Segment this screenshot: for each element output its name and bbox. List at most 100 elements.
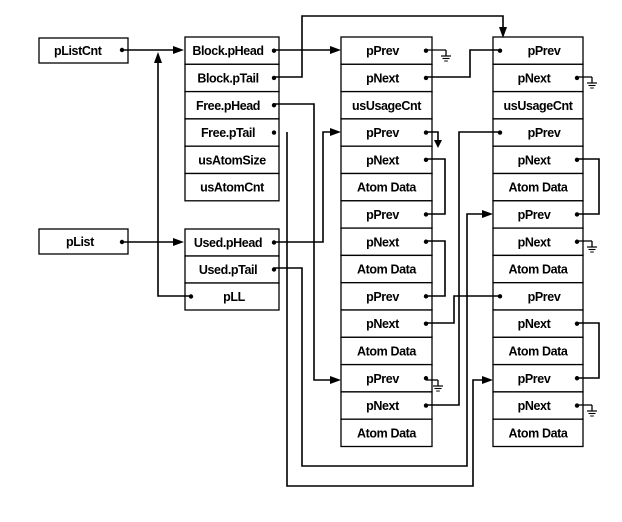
wire-block-ptail: [274, 15, 504, 78]
field-label: pPrev: [366, 126, 399, 140]
field-cell: Atom Data: [340, 336, 433, 366]
wire-pll-to-plistcnt: [157, 58, 191, 297]
field-label: Atom Data: [509, 344, 569, 358]
ground-icon: [586, 240, 598, 253]
field-label: pNext: [366, 153, 400, 167]
field-label: Free.pHead: [196, 99, 260, 113]
field-cell: pNext: [492, 145, 584, 175]
field-label: pNext: [518, 71, 552, 85]
field-cell: Atom Data: [340, 418, 433, 448]
arrow-head: [499, 27, 507, 38]
field-cell: pLL: [184, 282, 280, 311]
field-cell: pPrev: [340, 200, 433, 229]
field-cell: Atom Data: [492, 172, 584, 202]
field-cell: pPrev: [340, 363, 433, 393]
field-label: Atom Data: [357, 263, 417, 277]
connection-wires: [122, 15, 600, 487]
field-label: pPrev: [366, 372, 399, 386]
field-label: pNext: [366, 71, 400, 85]
field-cell: pNext: [340, 227, 433, 257]
pointer-dot: [271, 130, 277, 135]
field-label: Atom Data: [357, 426, 417, 440]
field-cell: Block.pTail: [184, 63, 280, 93]
field-label: pPrev: [366, 208, 399, 222]
field-cell: usAtomSize: [184, 145, 280, 175]
field-cell: pPrev: [492, 36, 584, 65]
ground-icon: [432, 379, 444, 392]
field-cell: pNext: [340, 145, 433, 175]
field-cell: pPrev: [492, 200, 584, 229]
arrow-head: [173, 238, 184, 246]
field-label: pNext: [366, 235, 400, 249]
field-label: Block.pTail: [197, 71, 258, 85]
ground-icon: [586, 76, 598, 89]
field-cell: Atom Data: [340, 172, 433, 202]
field-cell: Atom Data: [492, 336, 584, 366]
field-label: Atom Data: [357, 344, 417, 358]
wire-used-ptail: [274, 213, 487, 467]
wire-cross-chain: [426, 295, 500, 324]
field-cell: pNext: [340, 309, 433, 338]
field-label: pPrev: [518, 208, 551, 222]
field-label: Atom Data: [509, 426, 569, 440]
field-cell: pPrev: [492, 282, 584, 311]
null-terminators: [426, 49, 598, 417]
field-cell: usUsageCnt: [340, 90, 433, 120]
plist-label: pList: [66, 235, 95, 249]
field-cell: pPrev: [340, 36, 433, 65]
field-label: Block.pHead: [192, 44, 263, 58]
wire-cross-chain: [426, 131, 500, 406]
field-cell: Used.pHead: [184, 228, 280, 257]
field-label: pPrev: [366, 290, 399, 304]
wire-block-chain-next: [426, 49, 500, 78]
field-cell: pNext: [492, 63, 584, 93]
field-cell: Free.pHead: [184, 90, 280, 120]
field-label: pPrev: [528, 44, 561, 58]
field-cell: pNext: [340, 391, 433, 420]
field-cell: pPrev: [492, 363, 584, 393]
list-header-block: Block.pHeadBlock.pTailFree.pHeadFree.pTa…: [184, 36, 280, 202]
field-label: pNext: [518, 153, 552, 167]
pointer-dot: [423, 48, 429, 53]
ground-icon: [586, 404, 598, 417]
field-cell: pPrev: [340, 282, 433, 311]
field-label: pNext: [366, 317, 400, 331]
wire-atom-chain: [426, 158, 446, 215]
field-cell: usAtomCnt: [184, 172, 280, 202]
plistcnt-label: pListCnt: [54, 44, 103, 58]
arrow-head: [434, 140, 442, 148]
arrow-head: [482, 376, 493, 384]
wire-atom-chain: [426, 240, 446, 297]
field-label: Used.pTail: [199, 263, 257, 277]
field-label: pLL: [223, 290, 245, 304]
field-cell: Atom Data: [340, 254, 433, 284]
field-label: usAtomSize: [198, 153, 266, 167]
field-label: pPrev: [528, 290, 561, 304]
wire-null: [426, 131, 439, 142]
field-label: pNext: [518, 235, 552, 249]
field-cell: pNext: [492, 391, 584, 420]
field-label: Atom Data: [509, 263, 569, 277]
field-label: pPrev: [366, 44, 399, 58]
field-cell: usUsageCnt: [492, 90, 584, 120]
field-label: Atom Data: [357, 181, 417, 195]
field-label: pNext: [366, 399, 400, 413]
ground-icon: [440, 49, 452, 62]
pointer-dot: [574, 239, 580, 244]
field-cell: Atom Data: [492, 418, 584, 448]
field-cell: Free.pTail: [184, 118, 280, 147]
field-cell: pNext: [492, 227, 584, 257]
arrow-head: [173, 46, 184, 54]
arrow-head: [330, 128, 341, 136]
field-cell: Block.pHead: [184, 36, 280, 65]
field-label: pPrev: [518, 372, 551, 386]
plist-box: pList: [38, 228, 129, 255]
field-label: Free.pTail: [201, 126, 255, 140]
field-label: pNext: [518, 399, 552, 413]
field-cell: pPrev: [492, 118, 584, 147]
field-cell: pNext: [492, 309, 584, 338]
